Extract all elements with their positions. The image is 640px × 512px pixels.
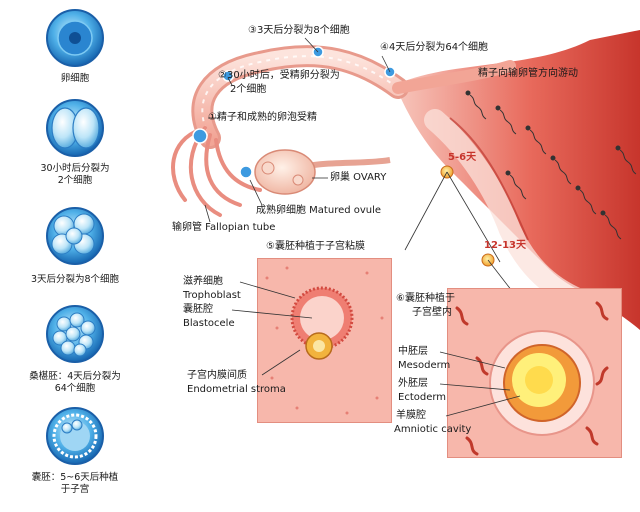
uterus-wall (395, 30, 640, 330)
stage-label-eight-cell: 3天后分裂为8个细胞 (30, 274, 120, 285)
blastocyst-embryo (46, 407, 104, 465)
label-stroma-cn: 子宫内膜间质 (187, 370, 247, 381)
label-step6-line2: 子宫壁内 (412, 307, 452, 318)
morula-embryo (46, 305, 104, 363)
label-ectoderm-cn: 外胚层 (398, 378, 428, 389)
label-step2-line1: ②30小时后，受精卵分裂为 (218, 70, 340, 81)
stage-cells (46, 9, 104, 465)
label-sperm-direction: 精子向输卵管方向游动 (478, 68, 578, 79)
label-ectoderm-en: Ectoderm (398, 392, 447, 403)
label-blastocele-en: Blastocele (183, 318, 235, 329)
egg-cell (46, 9, 104, 67)
label-mesoderm-cn: 中胚层 (398, 346, 428, 357)
label-trophoblast-en: Trophoblast (183, 290, 241, 301)
label-step6-line1: ⑥囊胚种植于 (396, 293, 455, 304)
label-day-5-6: 5-6天 (448, 152, 477, 163)
label-stroma-en: Endometrial stroma (187, 384, 286, 395)
tube-embryos (192, 46, 396, 179)
label-step1: ①精子和成熟的卵泡受精 (208, 112, 317, 123)
label-step2-line2: 2个细胞 (230, 84, 267, 95)
label-blastocele-cn: 囊胚腔 (183, 304, 213, 315)
fallopian-tube (171, 45, 516, 217)
inset-implantation-late (447, 288, 622, 458)
sperm-cells (465, 90, 637, 240)
label-ovary: 卵巢 OVARY (330, 172, 387, 183)
label-amnion-cn: 羊膜腔 (396, 410, 426, 421)
leader-lines (204, 37, 551, 341)
label-step4: ④4天后分裂为64个细胞 (380, 42, 489, 53)
label-step5: ⑤囊胚种植于子宫粘膜 (266, 241, 365, 252)
reproductive-anatomy (171, 30, 640, 341)
label-matured-ovule: 成熟卵细胞 Matured ovule (256, 205, 382, 216)
inset-implantation-early (257, 258, 392, 423)
stage-label-morula: 桑椹胚：4天后分裂为 64个细胞 (29, 371, 121, 394)
label-day-12-13: 12-13天 (484, 240, 526, 251)
two-cell-embryo (46, 99, 104, 157)
stage-label-blastocyst: 囊胚：5~6天后种植 于子宫 (31, 472, 119, 495)
label-mesoderm-en: Mesoderm (398, 360, 451, 371)
ovary (254, 149, 391, 195)
eight-cell-embryo (46, 207, 104, 265)
stage-label-two-cell: 30小时后分裂为 2个细胞 (40, 163, 110, 186)
label-fallopian-tube: 输卵管 Fallopian tube (172, 222, 276, 233)
stage-label-egg: 卵细胞 (60, 73, 90, 84)
label-trophoblast-cn: 滋养细胞 (183, 276, 223, 287)
label-amnion-en: Amniotic cavity (394, 424, 472, 435)
label-step3: ③3天后分裂为8个细胞 (248, 25, 350, 36)
